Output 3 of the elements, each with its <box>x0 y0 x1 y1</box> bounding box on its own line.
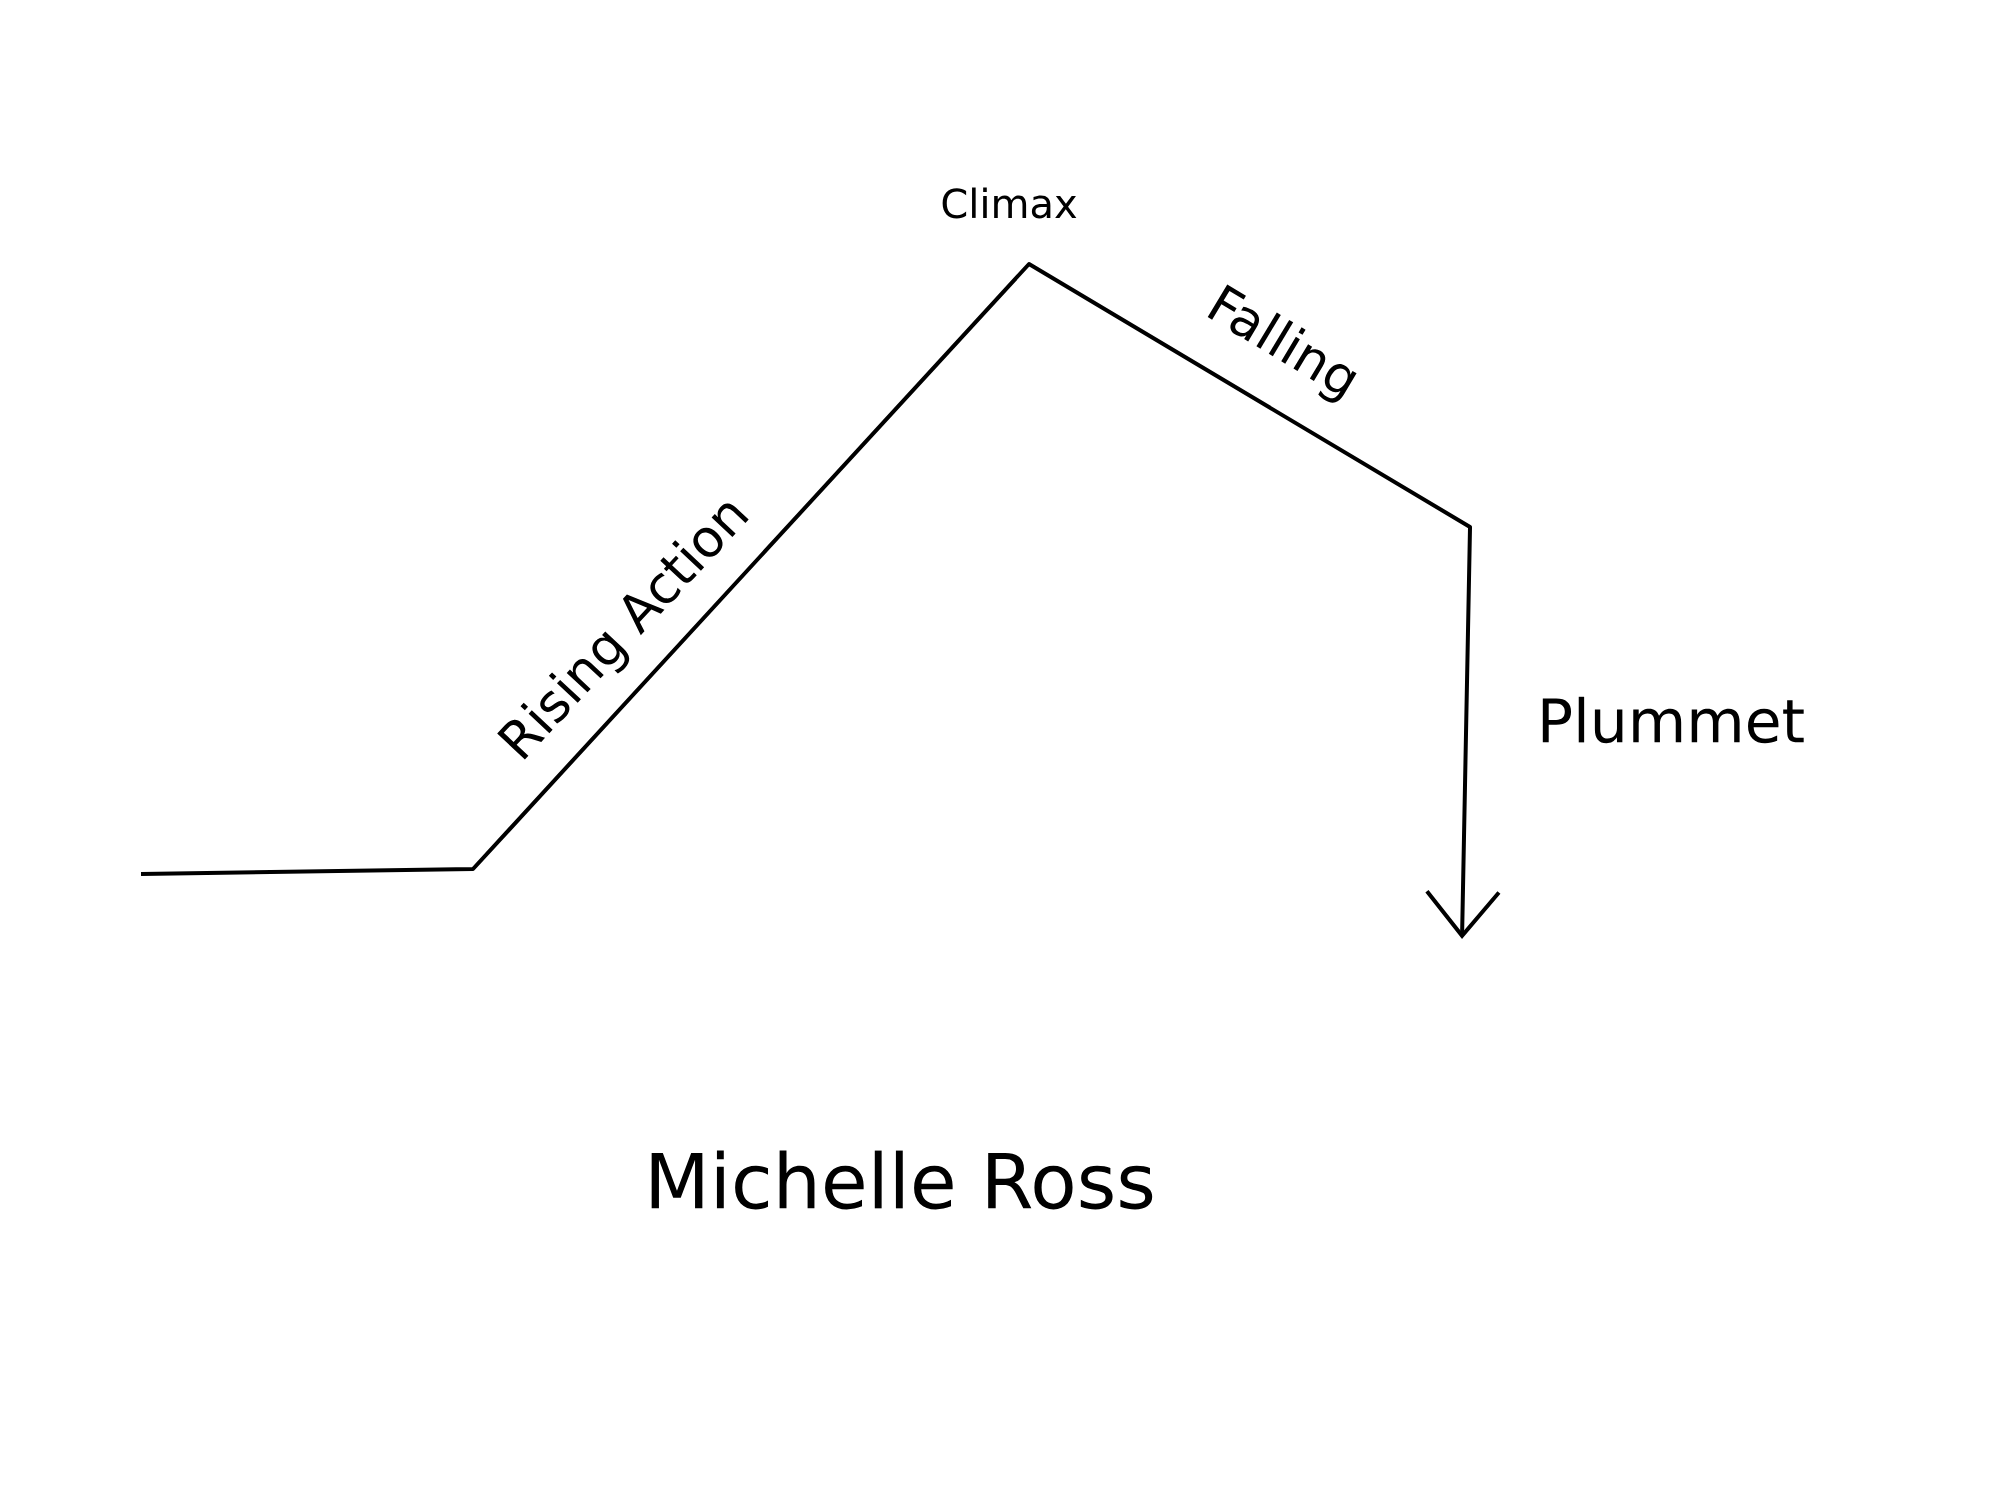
signature-text: Michelle Ross <box>651 1150 1153 1210</box>
segment-label: Plummet <box>1542 696 1804 744</box>
peak-label: Climax <box>942 187 1077 219</box>
